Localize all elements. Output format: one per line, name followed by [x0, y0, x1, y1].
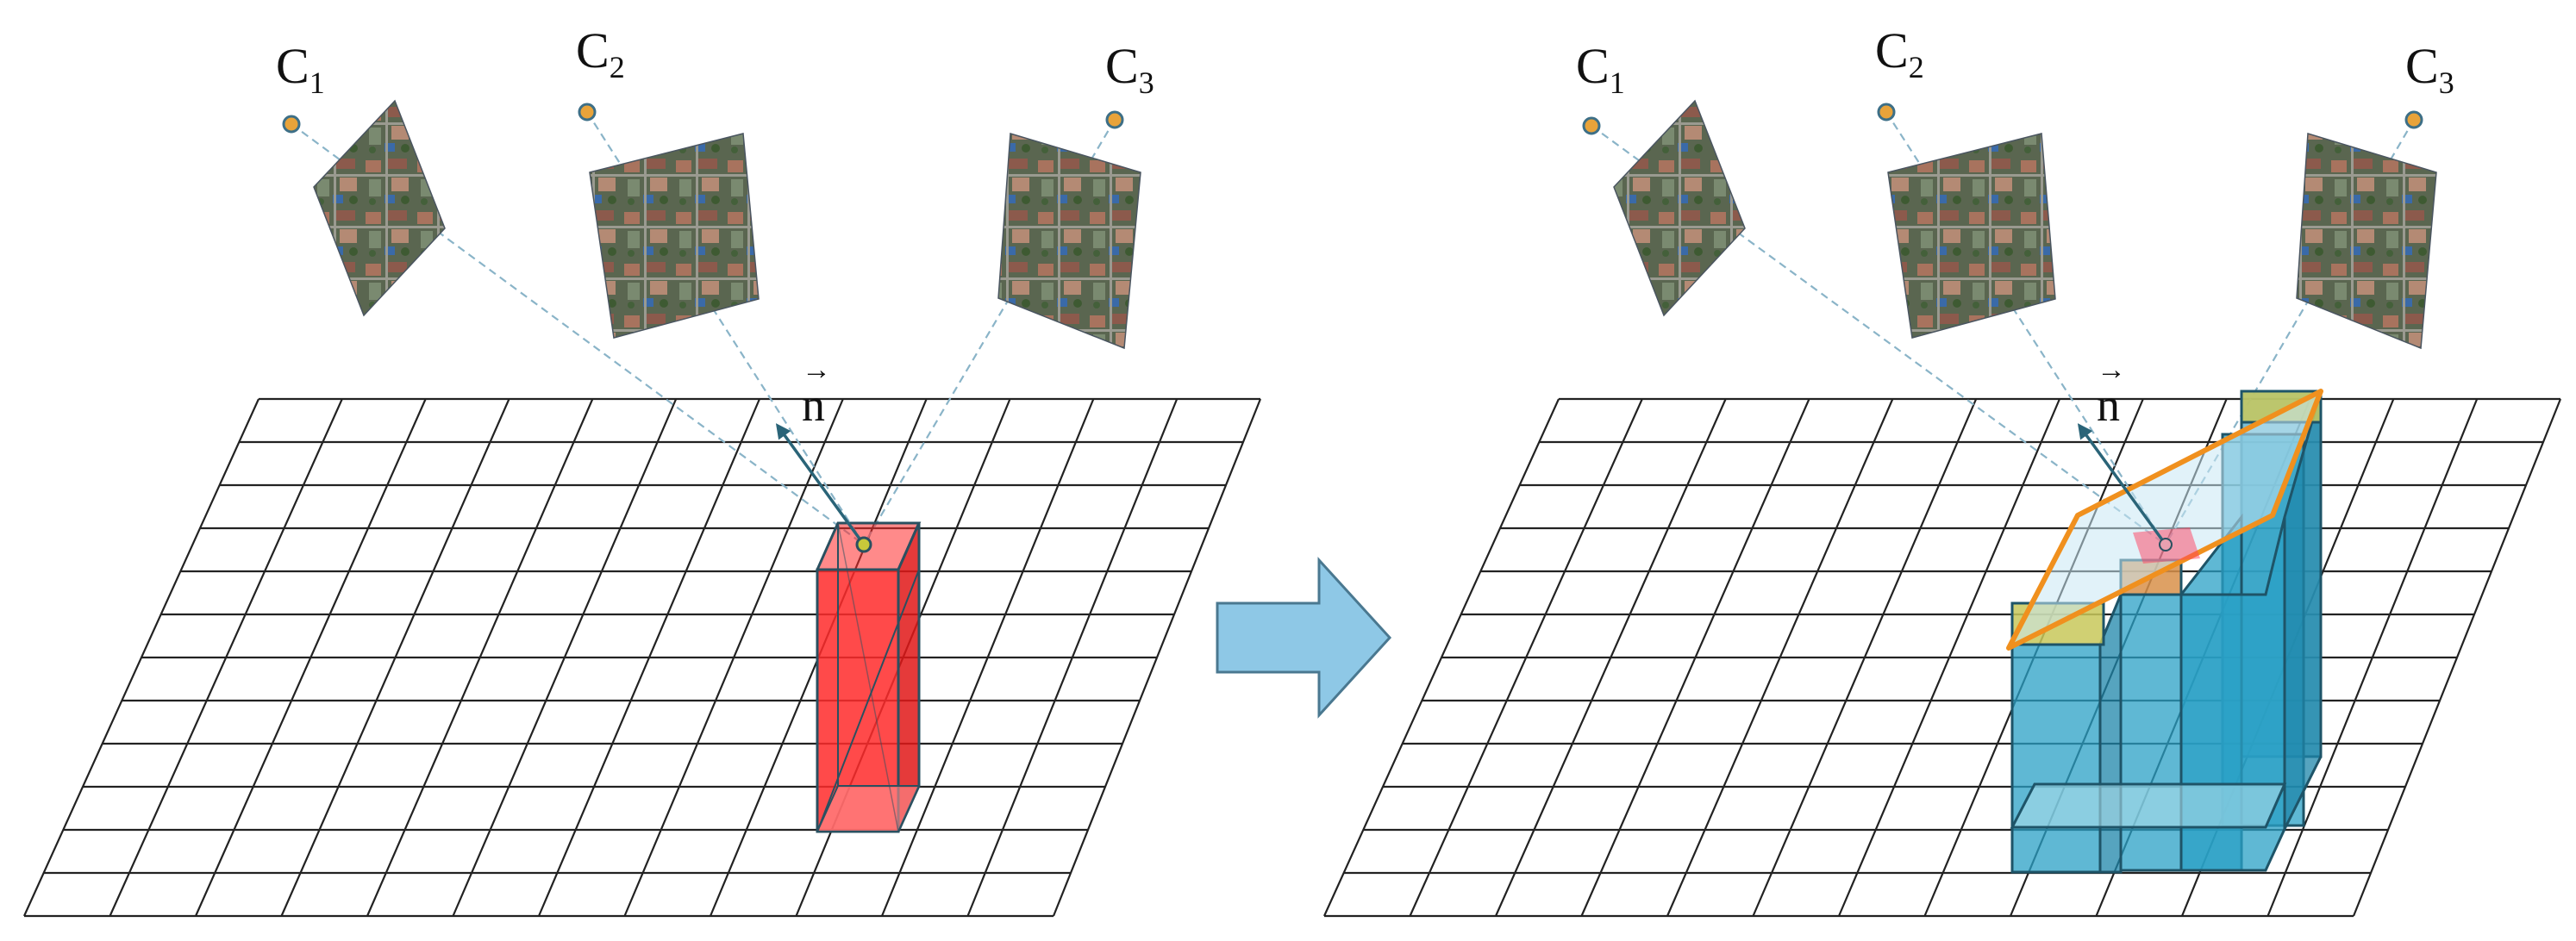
grid-column-line [1494, 398, 1727, 917]
camera-3: C3 [1105, 38, 1154, 129]
grid-column-line [880, 398, 1095, 917]
surface-point [2159, 538, 2173, 552]
camera-1: C1 [276, 38, 325, 134]
grid-column-line [1752, 398, 1978, 917]
normal-vector-arrow [2077, 423, 2167, 546]
grid-column-line [280, 398, 510, 917]
aerial-photo-3 [2296, 133, 2437, 350]
camera-1: C1 [1576, 38, 1625, 135]
grid-column-line [1409, 398, 1643, 917]
red-pillar [815, 521, 922, 833]
normal-vector-accent: → [2097, 354, 2126, 386]
grid-column-line [2352, 398, 2562, 917]
ground-grid [22, 397, 1262, 918]
grid-column-line [1580, 398, 1810, 917]
grid-column-line [537, 398, 761, 917]
camera-2: C2 [1875, 22, 1924, 122]
left-panel: C1 C2 C3 n → [22, 22, 1262, 918]
camera-label: C3 [2405, 38, 2454, 100]
grid-column-line [194, 398, 427, 917]
aerial-photo-2 [589, 133, 760, 339]
camera-label: C3 [1105, 38, 1154, 100]
arrow-right-icon [1216, 557, 1392, 719]
camera-label: C2 [1875, 22, 1924, 84]
aerial-photo-3 [997, 133, 1141, 350]
aerial-photo-1 [1613, 99, 1746, 317]
grid-column-line [1666, 398, 1894, 917]
surface-point [855, 536, 872, 553]
grid-column-line [22, 398, 260, 917]
projection-ray [1885, 111, 2166, 545]
grid-column-line [452, 398, 678, 917]
grid-column-line [2267, 398, 2479, 917]
aerial-photo-2 [1887, 133, 2056, 339]
ground-grid [1322, 397, 2562, 918]
aerial-photo-1 [313, 99, 446, 317]
camera-label: C2 [576, 22, 625, 84]
normal-label: n [2097, 379, 2120, 431]
right-panel: C1 C2 C3 n → [1322, 22, 2562, 918]
camera-2: C2 [576, 22, 625, 122]
normal-vector-accent: → [802, 354, 831, 386]
projection-ray [586, 111, 865, 545]
grid-column-line [109, 398, 343, 917]
grid-column-line [366, 398, 594, 917]
grid-column-line [1052, 398, 1262, 917]
camera-3: C3 [2404, 38, 2454, 129]
normal-vector-arrow [775, 423, 866, 546]
grid-column-line [623, 398, 844, 917]
grid-column-line [966, 398, 1179, 917]
grid-column-line [1837, 398, 2061, 917]
camera-label: C1 [1576, 38, 1625, 100]
normal-label: n [802, 379, 825, 431]
grid-column-line [1322, 398, 1560, 917]
camera-label: C1 [276, 38, 325, 100]
